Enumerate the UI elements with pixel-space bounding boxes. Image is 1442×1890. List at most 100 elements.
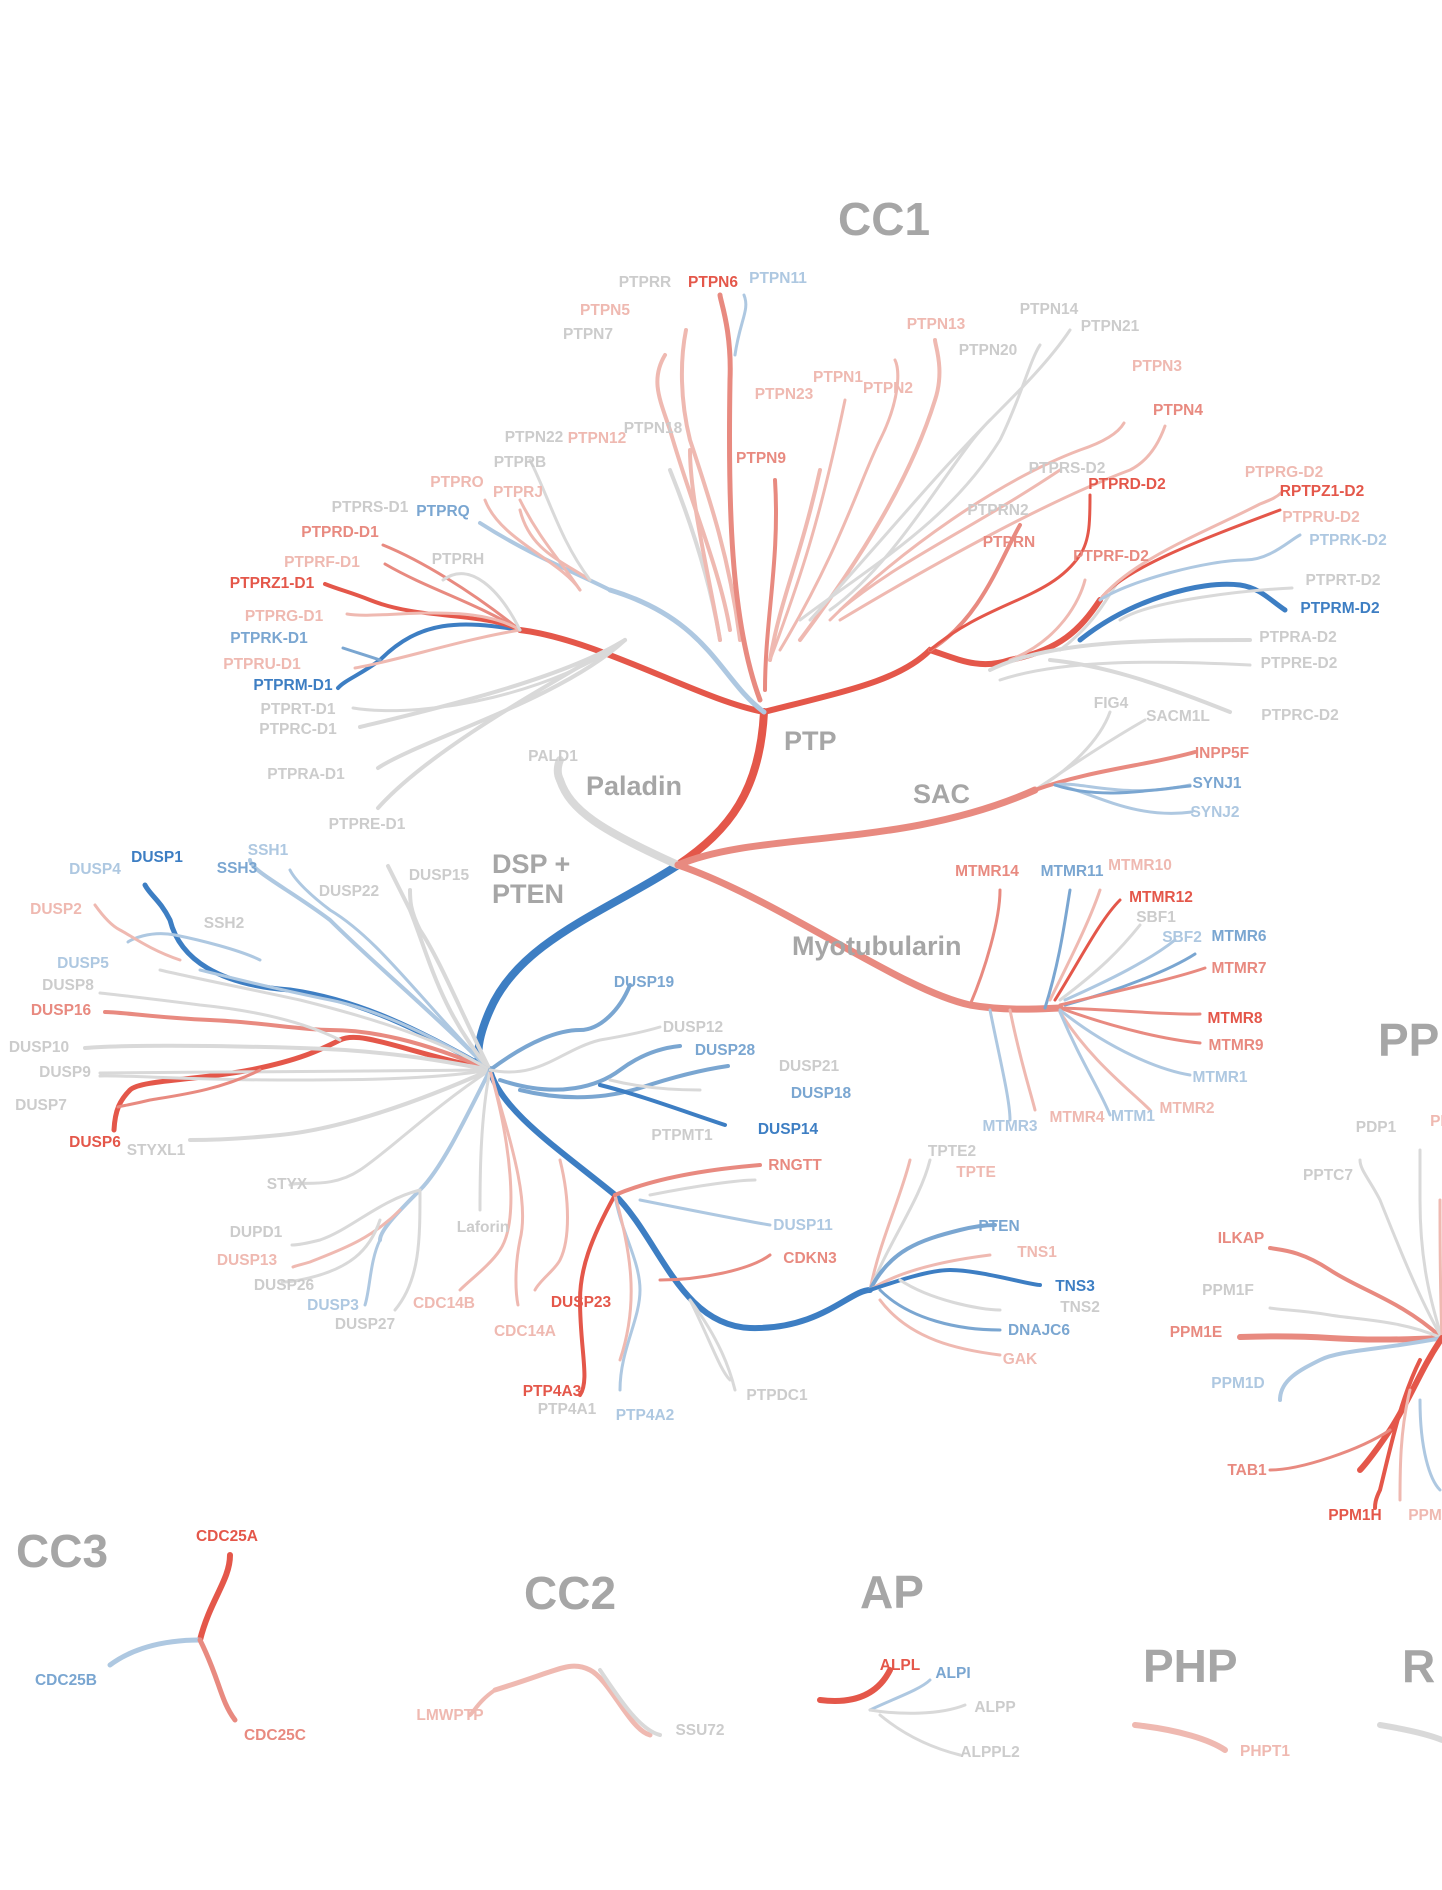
tree-branch <box>1058 1008 1192 1077</box>
tree-branch <box>798 343 1042 622</box>
leaf-label-dusp1: DUSP1 <box>131 849 183 866</box>
leaf-label-cdc25a: CDC25A <box>196 1528 258 1545</box>
leaf-label-pp_cut: PF <box>1430 1113 1442 1130</box>
tree-branch <box>280 1218 382 1284</box>
tree-branch <box>341 646 382 662</box>
leaf-label-ppm_cut: PPM <box>1408 1507 1442 1524</box>
tree-branch <box>386 864 492 1072</box>
tree-branch <box>376 638 627 810</box>
tree-branch <box>1058 1010 1112 1117</box>
leaf-label-sbf2: SBF2 <box>1162 929 1202 946</box>
tree-branch <box>248 858 492 1072</box>
tree-branch <box>363 1238 382 1307</box>
tree-branch <box>478 1068 492 1212</box>
tree-branch <box>458 1068 513 1292</box>
leaf-label-cdc14b: CDC14B <box>413 1295 475 1312</box>
leaf-label-tns3: TNS3 <box>1055 1278 1095 1295</box>
tree-branch <box>1377 1722 1442 1743</box>
tree-branch <box>1058 1006 1202 1045</box>
leaf-label-sbf1: SBF1 <box>1136 909 1176 926</box>
tree-branch <box>517 627 767 715</box>
tree-branch <box>1043 888 1072 1010</box>
tree-branch <box>378 1068 492 1242</box>
leaf-label-dusp18: DUSP18 <box>791 1085 852 1102</box>
leaf-label-ptpmt1: PTPMT1 <box>651 1127 713 1144</box>
tree-branch <box>518 498 582 592</box>
tree-branch <box>533 1158 569 1292</box>
leaf-label-dupd1: DUPD1 <box>230 1224 283 1241</box>
tree-branch <box>383 562 522 632</box>
leaf-label-ptpn5: PTPN5 <box>580 302 630 319</box>
tree-branch <box>98 991 342 1042</box>
tree-branch <box>688 448 722 642</box>
tree-branch <box>107 1637 203 1668</box>
leaf-label-ptprt-d2: PTPRT-D2 <box>1306 572 1381 589</box>
tree-branch <box>1058 1006 1202 1016</box>
leaf-label-ppm1h: PPM1H <box>1328 1507 1381 1524</box>
tree-branch <box>353 628 522 670</box>
leaf-label-ptpn4: PTPN4 <box>1153 402 1203 419</box>
tree-branch <box>197 1552 233 1643</box>
leaf-label-ptpn21: PTPN21 <box>1081 318 1140 335</box>
tree-branch <box>553 756 564 784</box>
leaf-label-ptpn11: PTPN11 <box>749 270 807 287</box>
leaf-label-ptpra-d1: PTPRA-D1 <box>267 766 345 783</box>
leaf-label-dusp3: DUSP3 <box>307 1297 359 1314</box>
tree-branch <box>291 1208 402 1269</box>
tree-branch <box>93 903 182 962</box>
leaf-label-ptpn6: PTPN6 <box>688 274 738 291</box>
leaf-label-ptprr: PTPRR <box>619 274 672 291</box>
leaf-label-ptprc-d2: PTPRC-D2 <box>1261 707 1339 724</box>
leaf-label-rptpz1-d2: RPTPZ1-D2 <box>1280 483 1364 500</box>
tree-branch <box>1008 1008 1037 1112</box>
tree-branch <box>528 458 592 582</box>
tree-branch <box>988 638 1252 672</box>
group-label-r: R <box>1402 1640 1435 1692</box>
tree-branch <box>733 293 748 357</box>
group-label-ptp: PTP <box>784 726 837 756</box>
group-label-myotubularin: Myotubularin <box>792 931 962 961</box>
leaf-label-ptprf-d1: PTPRF-D1 <box>284 554 360 571</box>
tree-branch <box>598 1083 727 1127</box>
tree-branch <box>158 968 492 1072</box>
leaf-label-ptprm-d1: PTPRM-D1 <box>253 677 333 694</box>
leaf-label-ptpru-d1: PTPRU-D1 <box>223 656 301 673</box>
leaf-label-tpte2: TPTE2 <box>928 1143 976 1160</box>
tree-branch <box>188 1068 492 1142</box>
group-label-cc2: CC2 <box>524 1567 616 1619</box>
tree-branch <box>116 1068 262 1109</box>
tree-branch <box>613 1193 633 1362</box>
leaf-label-cdc25c: CDC25C <box>244 1727 306 1744</box>
tree-branch <box>868 1267 1042 1292</box>
leaf-label-ilkap: ILKAP <box>1218 1230 1265 1247</box>
tree-branch <box>868 1253 992 1292</box>
tree-branch <box>376 638 627 770</box>
leaf-label-mtmr10: MTMR10 <box>1108 857 1172 874</box>
tree-branch <box>868 1158 932 1292</box>
leaf-label-ptprb: PTPRB <box>494 454 547 471</box>
leaf-label-fig4: FIG4 <box>1094 695 1129 712</box>
tree-branch <box>1398 1388 1412 1502</box>
tree-branch <box>408 888 492 1072</box>
tree-branch <box>998 660 1252 682</box>
leaf-label-ptprj: PTPRJ <box>493 484 543 501</box>
group-label-dsp: DSP + <box>492 849 570 879</box>
tree-branch <box>688 1298 732 1382</box>
leaf-label-sacm1l: SACM1L <box>1146 708 1210 725</box>
tree-branch <box>778 358 900 652</box>
tree-branch <box>498 1044 682 1092</box>
leaf-label-tns2: TNS2 <box>1060 1299 1100 1316</box>
leaf-label-dusp7: DUSP7 <box>15 1097 67 1114</box>
leaf-label-dusp23: DUSP23 <box>551 1294 612 1311</box>
group-label-cc1: CC1 <box>838 193 930 245</box>
leaf-label-dusp2: DUSP2 <box>30 901 82 918</box>
leaf-label-ptpn1: PTPN1 <box>813 369 863 386</box>
tree-branch <box>878 1713 962 1757</box>
tree-branch <box>1063 938 1177 1002</box>
tree-branch <box>1058 923 1142 1002</box>
leaf-label-mtmr4: MTMR4 <box>1049 1109 1104 1126</box>
leaf-label-alppl2: ALPPL2 <box>960 1744 1019 1761</box>
tree-branch <box>198 968 492 1072</box>
leaf-label-dusp28: DUSP28 <box>695 1042 756 1059</box>
